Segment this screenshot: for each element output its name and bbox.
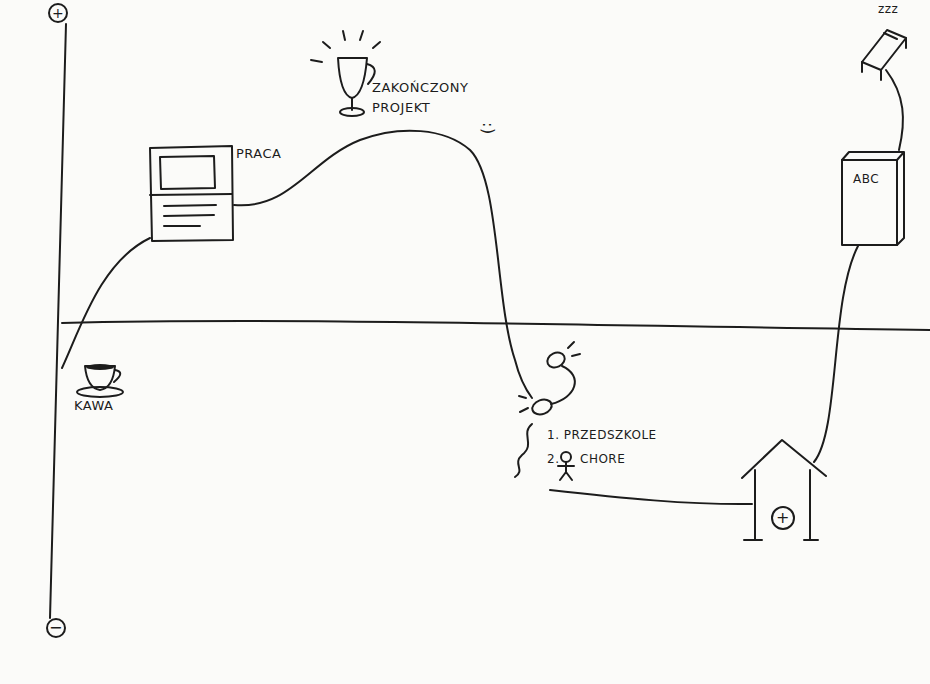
mood-curve [814,246,858,462]
book-label: ABC [853,172,879,186]
coffee-label: KAWA [74,398,114,414]
hospital [744,470,818,540]
trophy-base [340,108,364,116]
coffee [86,364,114,370]
bed [862,30,906,70]
axis-plus: + [52,5,64,22]
squiggle [515,424,532,477]
mood-curve [234,131,532,398]
mood-curve [550,490,752,504]
book [842,160,897,245]
call-label: 1. PRZEDSZKOLE [547,428,657,442]
shine-lines [311,31,380,62]
minus-circle [47,619,65,637]
child-body [558,462,574,480]
bed-legs [862,33,906,80]
neutral-line [62,321,930,330]
trophy [338,58,367,98]
hospital-cross: + [776,508,790,527]
mood-curve [62,238,150,368]
text-lines [164,205,216,226]
ring-lines [519,342,580,412]
laptop [150,146,233,241]
cup-handle [114,370,120,382]
mood-curve [886,70,903,150]
laptop-screen [160,156,215,189]
phone-handle [551,366,575,404]
saucer [77,387,123,397]
plus-circle [49,4,67,22]
mood-axis [50,24,66,618]
phone-mouthpiece [530,397,554,417]
list-number: 2. [547,452,559,466]
sleep-label: zzz [878,2,898,16]
work-label: PRACA [236,146,281,162]
cross-circle [772,507,794,529]
child-head [561,452,571,462]
axis-minus: − [49,618,63,637]
smiley: :) [479,122,498,135]
laptop-hinge [150,194,232,195]
book-pages [842,152,904,245]
project-label: ZAKOŃCZONY PROJEKT [372,78,490,117]
sick-label: CHORE [580,452,625,466]
